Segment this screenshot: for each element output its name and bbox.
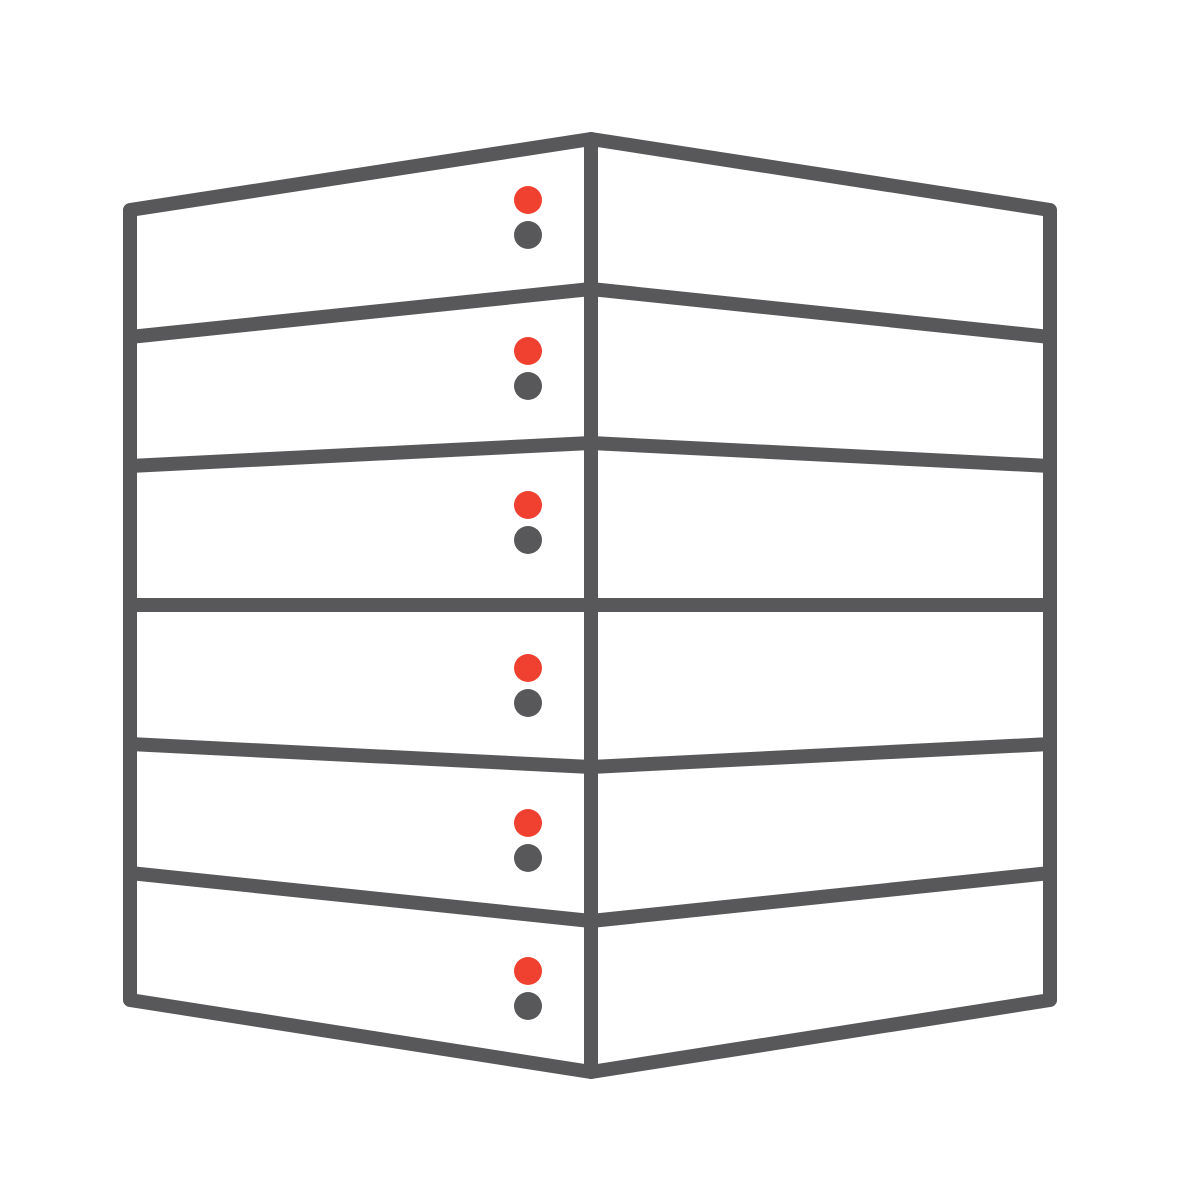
status-led-active-icon — [514, 654, 542, 682]
status-led-idle-icon — [514, 221, 542, 249]
status-led-active-icon — [514, 957, 542, 985]
status-led-active-icon — [514, 186, 542, 214]
unit-divider — [123, 737, 1057, 774]
status-led-active-icon — [514, 337, 542, 365]
unit-divider — [123, 436, 1057, 473]
status-led-idle-icon — [514, 526, 542, 554]
status-led-active-icon — [514, 491, 542, 519]
status-led-idle-icon — [514, 372, 542, 400]
status-led-idle-icon — [514, 689, 542, 717]
status-led-idle-icon — [514, 844, 542, 872]
status-led-idle-icon — [514, 992, 542, 1020]
unit-divider — [123, 282, 1057, 344]
status-led-active-icon — [514, 809, 542, 837]
unit-divider — [123, 866, 1057, 928]
